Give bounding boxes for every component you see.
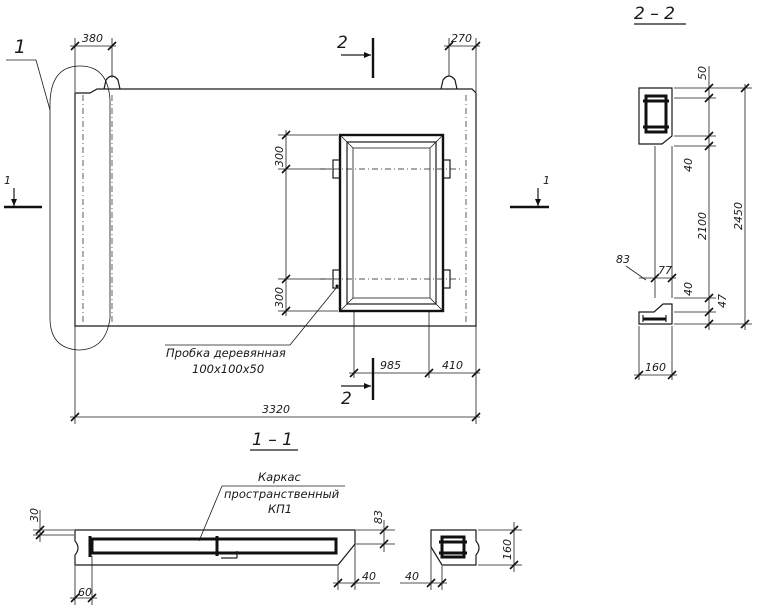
dim-50: 50 (696, 66, 709, 80)
dim-77: 77 (658, 264, 672, 277)
dim-2450: 2450 (732, 202, 745, 230)
dim-40-left: 40 (362, 570, 376, 583)
dim-60: 60 (78, 586, 92, 599)
dim-300-bottom: 300 (273, 287, 286, 308)
dim-83-section: 83 (372, 510, 385, 524)
dim-40-bottom: 40 (682, 282, 695, 296)
dim-160: 160 (645, 361, 666, 374)
dim-83: 83 (616, 253, 630, 266)
callout-number: 1 (14, 36, 26, 58)
elevation-view: 1 300 300 380 (4, 32, 550, 424)
plug-note-line1: Пробка деревянная (166, 346, 286, 360)
dim-985: 985 (380, 359, 401, 372)
frame-note-line1: Каркас (258, 470, 302, 484)
dim-3320: 3320 (262, 403, 290, 416)
plug-note-line2: 100х100х50 (192, 362, 264, 376)
lifting-loop-right (440, 75, 458, 90)
dim-300-top: 300 (273, 146, 286, 167)
window-frame-inner (346, 141, 437, 305)
callout-detail-outline (49, 65, 111, 351)
window-frame-outer (338, 133, 445, 313)
frame-note-line2: пространственный (224, 487, 340, 501)
dim-2100: 2100 (696, 212, 709, 240)
slab-section-left (74, 529, 356, 566)
frame-note-line3: КП1 (268, 502, 292, 516)
dim-270: 270 (451, 32, 472, 45)
dim-380: 380 (82, 32, 103, 45)
dim-47: 47 (716, 294, 729, 308)
cut-1-left-label: 1 (4, 174, 11, 187)
section-2-2-title: 2 – 2 (634, 4, 675, 24)
dim-160-section: 160 (501, 539, 514, 560)
section-2-2: 2 – 2 50 40 2100 (616, 4, 752, 380)
panel-outline (74, 88, 477, 327)
cut-2-bottom-label: 2 (341, 389, 352, 409)
slab-section-right (430, 529, 480, 566)
dim-30: 30 (28, 508, 41, 522)
dim-410: 410 (442, 359, 463, 372)
dim-40-right: 40 (405, 570, 419, 583)
cut-1-right-label: 1 (543, 174, 550, 187)
section-1-1: 1 – 1 30 60 83 (28, 430, 522, 605)
cut-2-top-label: 2 (337, 33, 348, 53)
section-1-1-title: 1 – 1 (252, 430, 293, 450)
dim-40-top: 40 (682, 158, 695, 172)
